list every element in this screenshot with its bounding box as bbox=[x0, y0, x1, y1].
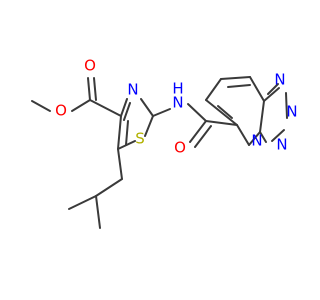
bond bbox=[285, 92, 288, 119]
atom-layer: O O N S N H O N N N N bbox=[55, 57, 298, 157]
bond bbox=[187, 103, 207, 122]
atom-label-oxygen: O bbox=[55, 102, 67, 120]
bond bbox=[271, 129, 285, 142]
bond bbox=[227, 84, 251, 88]
atom-label-sulfur: S bbox=[135, 130, 145, 148]
bond bbox=[93, 77, 97, 101]
bond bbox=[217, 105, 233, 119]
bond bbox=[95, 178, 123, 197]
bond bbox=[205, 120, 238, 126]
bond bbox=[249, 76, 265, 102]
molecule-diagram: O O N S N H O N N N N bbox=[31, 57, 298, 229]
bond bbox=[123, 102, 131, 121]
bond bbox=[87, 77, 91, 101]
bond bbox=[189, 120, 207, 143]
atom-label-nitrogen: N bbox=[172, 94, 183, 112]
bond bbox=[248, 131, 261, 146]
bond bbox=[152, 108, 171, 117]
bond bbox=[236, 124, 250, 146]
bond bbox=[71, 99, 91, 112]
bond bbox=[259, 131, 267, 143]
atom-label-nitrogen: N bbox=[276, 136, 287, 154]
atom-label-nitrogen: N bbox=[274, 71, 285, 89]
bond bbox=[117, 148, 123, 180]
bond bbox=[89, 99, 122, 117]
bond bbox=[31, 100, 51, 112]
bond bbox=[120, 98, 128, 117]
bond bbox=[205, 99, 238, 126]
atom-label-nitrogen: N bbox=[286, 103, 297, 121]
bond bbox=[205, 78, 222, 101]
bond bbox=[125, 120, 129, 146]
bond-layer bbox=[31, 76, 288, 229]
atom-label-oxygen: O bbox=[174, 139, 186, 157]
bond bbox=[267, 83, 279, 95]
atom-label-hydrogen: H bbox=[172, 80, 183, 98]
bond bbox=[259, 100, 265, 133]
bond bbox=[194, 125, 212, 148]
bond bbox=[140, 98, 154, 117]
bond bbox=[117, 115, 122, 150]
bond bbox=[220, 76, 251, 80]
bond bbox=[263, 87, 280, 102]
atom-label-nitrogen: N bbox=[127, 81, 138, 99]
atom-label-nitrogen: N bbox=[251, 132, 262, 150]
molecule-canvas: O O N S N H O N N N N bbox=[31, 56, 298, 229]
bond bbox=[144, 115, 154, 137]
atom-label-oxygen: O bbox=[84, 57, 96, 75]
bond bbox=[95, 195, 101, 229]
bond bbox=[68, 195, 97, 210]
